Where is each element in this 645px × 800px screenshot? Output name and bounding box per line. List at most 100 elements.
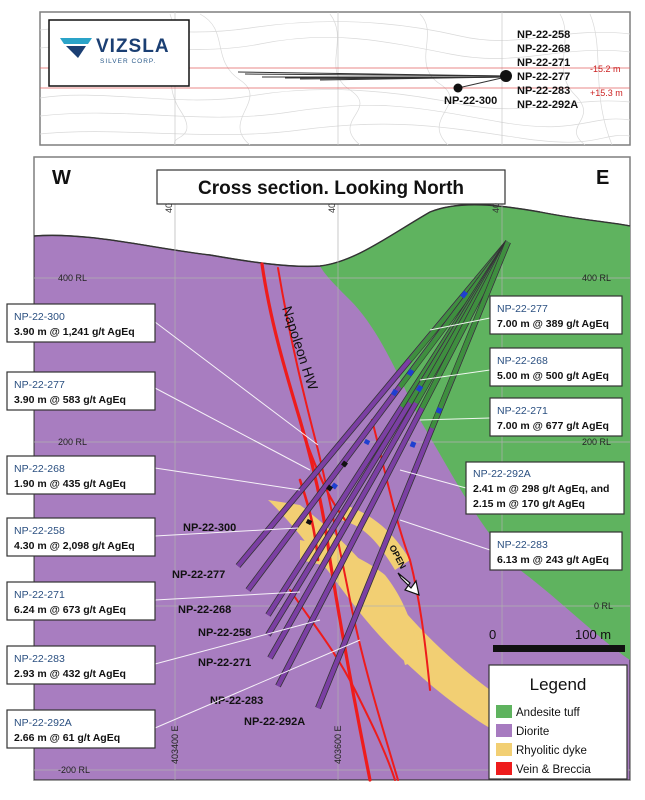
callout-value: 6.13 m @ 243 g/t AgEq: [497, 554, 609, 566]
plan-hole-label: NP-22-292A: [517, 99, 578, 111]
plan-drill-traces: [237, 71, 507, 89]
callout-hole: NP-22-277: [14, 379, 65, 391]
plan-offset-bottom: +15.3 m: [590, 88, 623, 98]
callout-leaders: [154, 317, 491, 729]
callout-hole: NP-22-258: [14, 525, 65, 537]
callout-hole: NP-22-268: [14, 463, 65, 475]
plan-hole-label: NP-22-258: [517, 29, 570, 41]
plan-hole-label: NP-22-283: [517, 85, 570, 97]
callout-value: 7.00 m @ 677 g/t AgEq: [497, 420, 609, 432]
legend-item: Diorite: [496, 724, 549, 738]
callout-box: NP-22-292A 2.41 m @ 298 g/t AgEq, and 2.…: [465, 461, 625, 515]
vein-trace: [289, 589, 396, 781]
callout-hole: NP-22-300: [14, 311, 65, 323]
rl-label-right: 400 RL: [582, 273, 611, 283]
callout-hole: NP-22-283: [497, 539, 548, 551]
open-arrow-icon: [397, 572, 420, 596]
callout-value: 2.93 m @ 432 g/t AgEq: [14, 668, 126, 680]
callout-value: 6.24 m @ 673 g/t AgEq: [14, 604, 126, 616]
section-hole-label: NP-22-277: [172, 569, 225, 581]
cross-section: Napoleon HW OPEN W E Cross section. Look…: [6, 156, 631, 782]
callout-hole: NP-22-268: [497, 355, 548, 367]
callout-value: 5.00 m @ 500 g/t AgEq: [497, 370, 609, 382]
logo-box: [48, 19, 190, 87]
callout-hole: NP-22-271: [14, 589, 65, 601]
intercept-markers: [331, 290, 468, 490]
plan-hole-label: NP-22-271: [517, 57, 570, 69]
callout-hole: NP-22-283: [14, 653, 65, 665]
callout-box: NP-22-258 4.30 m @ 2,098 g/t AgEq: [6, 517, 156, 557]
legend-label: Diorite: [516, 726, 549, 738]
section-title-box: [156, 169, 506, 205]
plan-collar-east: [500, 70, 512, 82]
rl-label-left: -200 RL: [58, 765, 90, 775]
plan-collar-west: [453, 83, 463, 93]
callout-box: NP-22-268 1.90 m @ 435 g/t AgEq: [6, 455, 156, 495]
rl-label-right: 0 RL: [594, 601, 613, 611]
grid-top-label: 40: [327, 203, 337, 213]
section-hole-label: NP-22-292A: [244, 716, 305, 728]
rl-label-left: 200 RL: [58, 437, 87, 447]
scale-bar: 0 100 m: [489, 627, 625, 652]
rhyolitic-dyke-unit: [340, 505, 410, 570]
callout-hole: NP-22-292A: [473, 468, 531, 480]
intercept-markers-dark: [305, 460, 348, 526]
logo-tagline: SILVER CORP.: [100, 58, 156, 65]
logo-mark-icon: [60, 38, 92, 58]
scale-zero: 0: [489, 627, 496, 642]
legend-box: [488, 664, 628, 780]
plan-hole-label-left: NP-22-300: [444, 95, 497, 107]
section-hole-label: NP-22-258: [198, 627, 251, 639]
left-callouts: NP-22-300 3.90 m @ 1,241 g/t AgEq NP-22-…: [6, 303, 156, 749]
callout-box: NP-22-292A 2.66 m @ 61 g/t AgEq: [6, 709, 156, 749]
grid-top-label: 40: [164, 203, 174, 213]
rhyolitic-dyke-unit: [300, 540, 420, 665]
rl-label-left: 400 RL: [58, 273, 87, 283]
legend-item: Rhyolitic dyke: [496, 743, 587, 757]
legend-swatch: [496, 724, 512, 737]
logo-name: VIZSLA: [96, 36, 170, 57]
legend-label: Andesite tuff: [516, 707, 581, 719]
plan-hole-label: NP-22-277: [517, 71, 570, 83]
scale-bar-fill: [493, 645, 625, 652]
section-hole-labels: NP-22-300 NP-22-277 NP-22-268 NP-22-258 …: [172, 522, 305, 728]
callout-box: NP-22-283 2.93 m @ 432 g/t AgEq: [6, 645, 156, 685]
drill-trace-np-22-292a: [315, 240, 511, 710]
callout-value: 3.90 m @ 583 g/t AgEq: [14, 394, 126, 406]
callout-value: 1.90 m @ 435 g/t AgEq: [14, 478, 126, 490]
callout-value: 4.30 m @ 2,098 g/t AgEq: [14, 540, 135, 552]
callout-box: NP-22-300 3.90 m @ 1,241 g/t AgEq: [6, 303, 156, 343]
legend-swatch: [496, 762, 512, 775]
plan-hole-label: NP-22-268: [517, 43, 570, 55]
callout-box: NP-22-283 6.13 m @ 243 g/t AgEq: [489, 531, 623, 571]
right-callouts: NP-22-277 7.00 m @ 389 g/t AgEq NP-22-26…: [465, 295, 625, 571]
section-hole-label: NP-22-300: [183, 522, 236, 534]
callout-box: NP-22-277 7.00 m @ 389 g/t AgEq: [489, 295, 623, 335]
legend-swatch: [496, 705, 512, 718]
callout-value: 2.41 m @ 298 g/t AgEq, and: [473, 483, 609, 495]
callout-hole: NP-22-292A: [14, 717, 72, 729]
legend-title: Legend: [530, 675, 587, 694]
callout-value: 7.00 m @ 389 g/t AgEq: [497, 318, 609, 330]
callout-box: NP-22-277 3.90 m @ 583 g/t AgEq: [6, 371, 156, 411]
plan-offset-top: -15.2 m: [590, 64, 621, 74]
section-hole-label: NP-22-271: [198, 657, 251, 669]
grid-top-label: 40: [491, 203, 501, 213]
legend-item: Vein & Breccia: [496, 762, 591, 776]
callout-value: 2.66 m @ 61 g/t AgEq: [14, 732, 120, 744]
plan-view: NP-22-258 NP-22-268 NP-22-271 NP-22-277 …: [39, 11, 631, 146]
plan-hole-labels: NP-22-258 NP-22-268 NP-22-271 NP-22-277 …: [444, 29, 578, 111]
legend-label: Rhyolitic dyke: [516, 745, 587, 757]
callout-box: NP-22-271 7.00 m @ 677 g/t AgEq: [489, 397, 623, 437]
callout-hole: NP-22-271: [497, 405, 548, 417]
easting-label: 403400 E: [170, 725, 180, 764]
callout-box: NP-22-268 5.00 m @ 500 g/t AgEq: [489, 347, 623, 387]
section-hole-label: NP-22-283: [210, 695, 263, 707]
scale-length: 100 m: [575, 627, 611, 642]
callout-value-2: 2.15 m @ 170 g/t AgEq: [473, 498, 585, 510]
callout-hole: NP-22-277: [497, 303, 548, 315]
napoleon-hw-vein: [260, 262, 372, 782]
rl-labels: 400 RL 400 RL 200 RL 200 RL 0 RL -200 RL: [58, 273, 613, 775]
